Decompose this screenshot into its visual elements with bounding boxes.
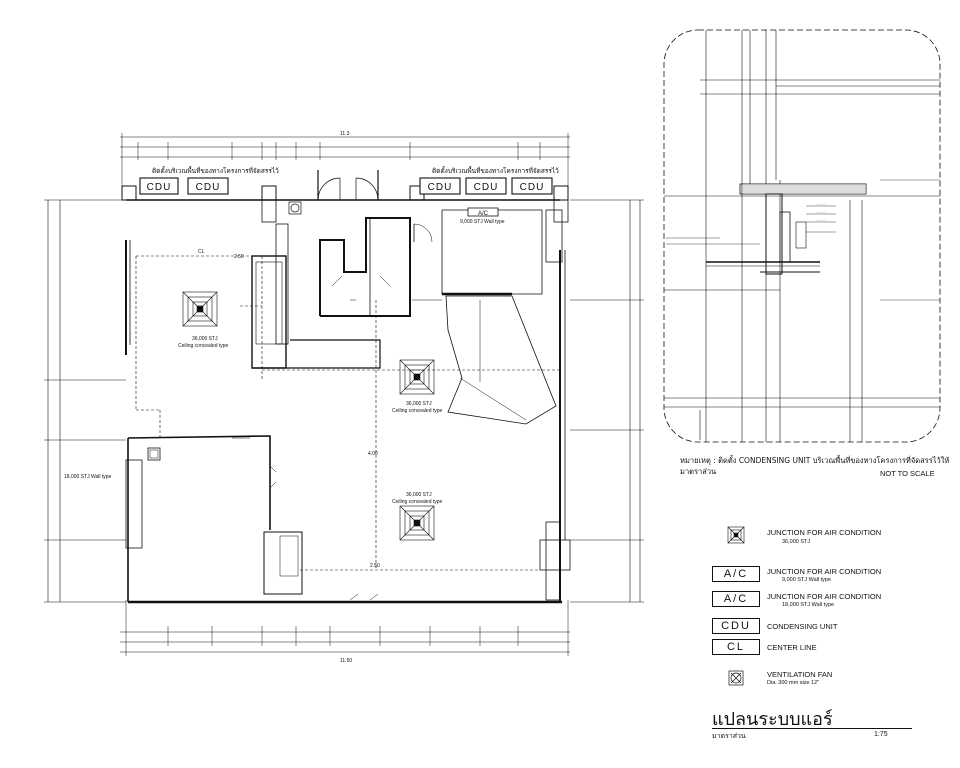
- title-underline: [712, 728, 912, 729]
- detail-note-line1: หมายเหตุ : ติดตั้ง CONDENSING UNIT บริเว…: [680, 456, 950, 465]
- junction-type: Ceiling concealed type: [178, 343, 229, 349]
- legend-item-center-line: CL CENTER LINE: [712, 639, 817, 655]
- plan-scale-value: 1:75: [874, 731, 888, 738]
- junction-type: Ceiling concealed type: [392, 408, 443, 414]
- junction-icon: [727, 526, 745, 544]
- legend-label: CONDENSING UNIT: [767, 622, 838, 631]
- cdu-label: CDU: [147, 182, 172, 193]
- legend-sub: 9,000 STJ Wall type: [782, 577, 832, 583]
- dimension-cl: CL: [198, 249, 205, 255]
- wall-unit-note: 18,000 STJ Wall type: [64, 474, 112, 480]
- ceiling-junction-symbols: [182, 291, 435, 541]
- legend-box: A/C: [712, 566, 760, 582]
- ac-unit-note: 9,000 STJ Wall type: [460, 219, 505, 225]
- legend-item-ventilation-fan: VENTILATION FAN Dia. 300 mm size 12": [712, 668, 832, 688]
- cdu-label: CDU: [520, 182, 545, 193]
- cdu-units: [139, 177, 553, 195]
- junction-capacity: 36,000 STJ: [192, 336, 218, 342]
- detail-section: [663, 29, 941, 443]
- cdu-label: CDU: [428, 182, 453, 193]
- junction-capacity: 36,000 STJ: [406, 401, 432, 407]
- detail-note-line2: มาตราส่วน: [680, 467, 717, 476]
- cdu-install-note: ติดตั้งบริเวณพื้นที่ของทางโครงการที่จัดส…: [432, 166, 559, 175]
- junction-capacity: 36,000 STJ: [406, 492, 432, 498]
- legend-box: CL: [712, 639, 760, 655]
- dimension-mid: 4.00: [368, 451, 378, 457]
- legend-label: CENTER LINE: [767, 643, 817, 652]
- legend-box: A/C: [712, 591, 760, 607]
- legend-item-ac-18000: A/C JUNCTION FOR AIR CONDITION 18,000 ST…: [712, 591, 881, 608]
- legend-sub: Dia. 300 mm size 12": [767, 680, 820, 686]
- detail-callout: - - - - -: [816, 202, 827, 206]
- dimension-small: 2.50: [370, 563, 380, 569]
- legend-label: JUNCTION FOR AIR CONDITION: [767, 567, 882, 576]
- legend-item-condensing-unit: CDU CONDENSING UNIT: [712, 618, 837, 634]
- detail-note: หมายเหตุ : ติดตั้ง CONDENSING UNIT บริเว…: [680, 455, 950, 477]
- plan-scale-label: มาตราส่วน: [712, 732, 746, 740]
- cdu-label: CDU: [196, 182, 221, 193]
- cdu-label: CDU: [474, 182, 499, 193]
- legend-label: VENTILATION FAN: [767, 670, 833, 679]
- legend-item-junction-36000: JUNCTION FOR AIR CONDITION 36,000 STJ: [712, 525, 881, 545]
- dimension-small: 2.50: [234, 254, 244, 260]
- legend-box: CDU: [712, 618, 760, 634]
- ventilation-fan-icon: [728, 670, 744, 686]
- legend-item-ac-9000: A/C JUNCTION FOR AIR CONDITION 9,000 STJ…: [712, 566, 881, 583]
- not-to-scale-label: NOT TO SCALE: [880, 469, 935, 478]
- legend-label: JUNCTION FOR AIR CONDITION: [767, 592, 882, 601]
- detail-callout: - - - - -: [816, 210, 827, 214]
- ventilation-fan-symbol: [288, 201, 302, 215]
- junction-type: Ceiling concealed type: [392, 499, 443, 505]
- legend-sub: 36,000 STJ: [782, 539, 811, 545]
- dimension-bottom-total: 11.50: [340, 658, 352, 664]
- dimension-top-total: 11.3: [340, 131, 350, 137]
- cdu-install-note: ติดตั้งบริเวณพื้นที่ของทางโครงการที่จัดส…: [152, 166, 279, 175]
- ac-unit-label: A/C: [478, 211, 489, 217]
- legend-sub: 18,000 STJ Wall type: [782, 602, 835, 608]
- plan-title: แปลนระบบแอร์: [712, 709, 833, 730]
- detail-callout: - - - - -: [816, 218, 827, 222]
- legend-label: JUNCTION FOR AIR CONDITION: [767, 528, 882, 537]
